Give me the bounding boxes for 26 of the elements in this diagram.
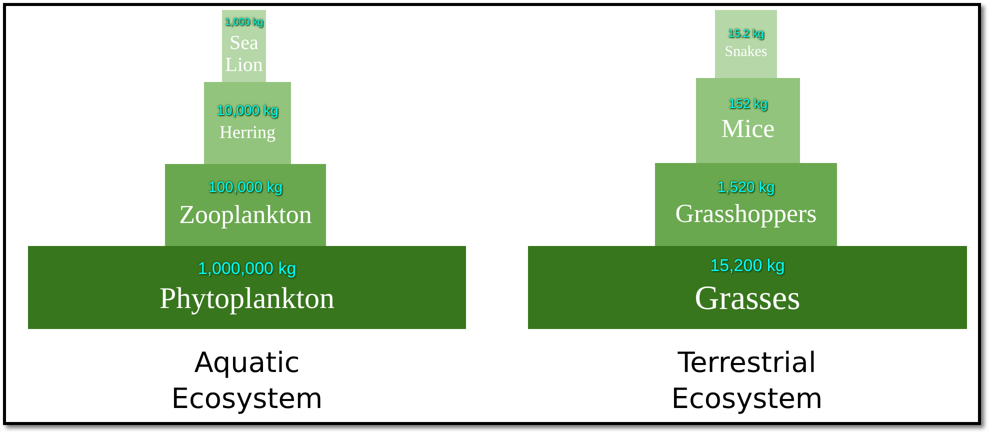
pyramid-level (715, 10, 777, 78)
value-label: 10,000 kg (216, 103, 278, 119)
value-label: 152 kg (728, 97, 768, 112)
value-label: 1,000 kg (224, 16, 264, 28)
ecosystem-caption: Aquatic Ecosystem (170, 345, 324, 418)
value-label: 15,200 kg (710, 257, 785, 276)
value-label: 15.2 kg (728, 28, 764, 40)
pyramid-level (165, 164, 326, 246)
organism-label: Snakes (724, 44, 768, 60)
organism-label: Sea Lion (224, 32, 264, 76)
pyramid-level (528, 246, 967, 329)
organism-label: Grasses (694, 280, 800, 318)
value-label: 100,000 kg (208, 180, 283, 197)
organism-label: Herring (220, 122, 276, 143)
pyramid-level (696, 78, 800, 163)
organism-label: Phytoplankton (159, 282, 334, 316)
pyramid-level (222, 10, 266, 82)
pyramid-level (204, 82, 291, 164)
organism-label: Zooplankton (179, 200, 312, 230)
ecosystem-caption: Terrestrial Ecosystem (670, 345, 824, 418)
pyramid-level (655, 163, 837, 246)
organism-label: Grasshoppers (675, 200, 817, 230)
value-label: 1,000,000 kg (198, 260, 296, 278)
value-label: 1,520 kg (717, 180, 775, 196)
organism-label: Mice (721, 115, 775, 144)
pyramid-level (28, 246, 466, 329)
